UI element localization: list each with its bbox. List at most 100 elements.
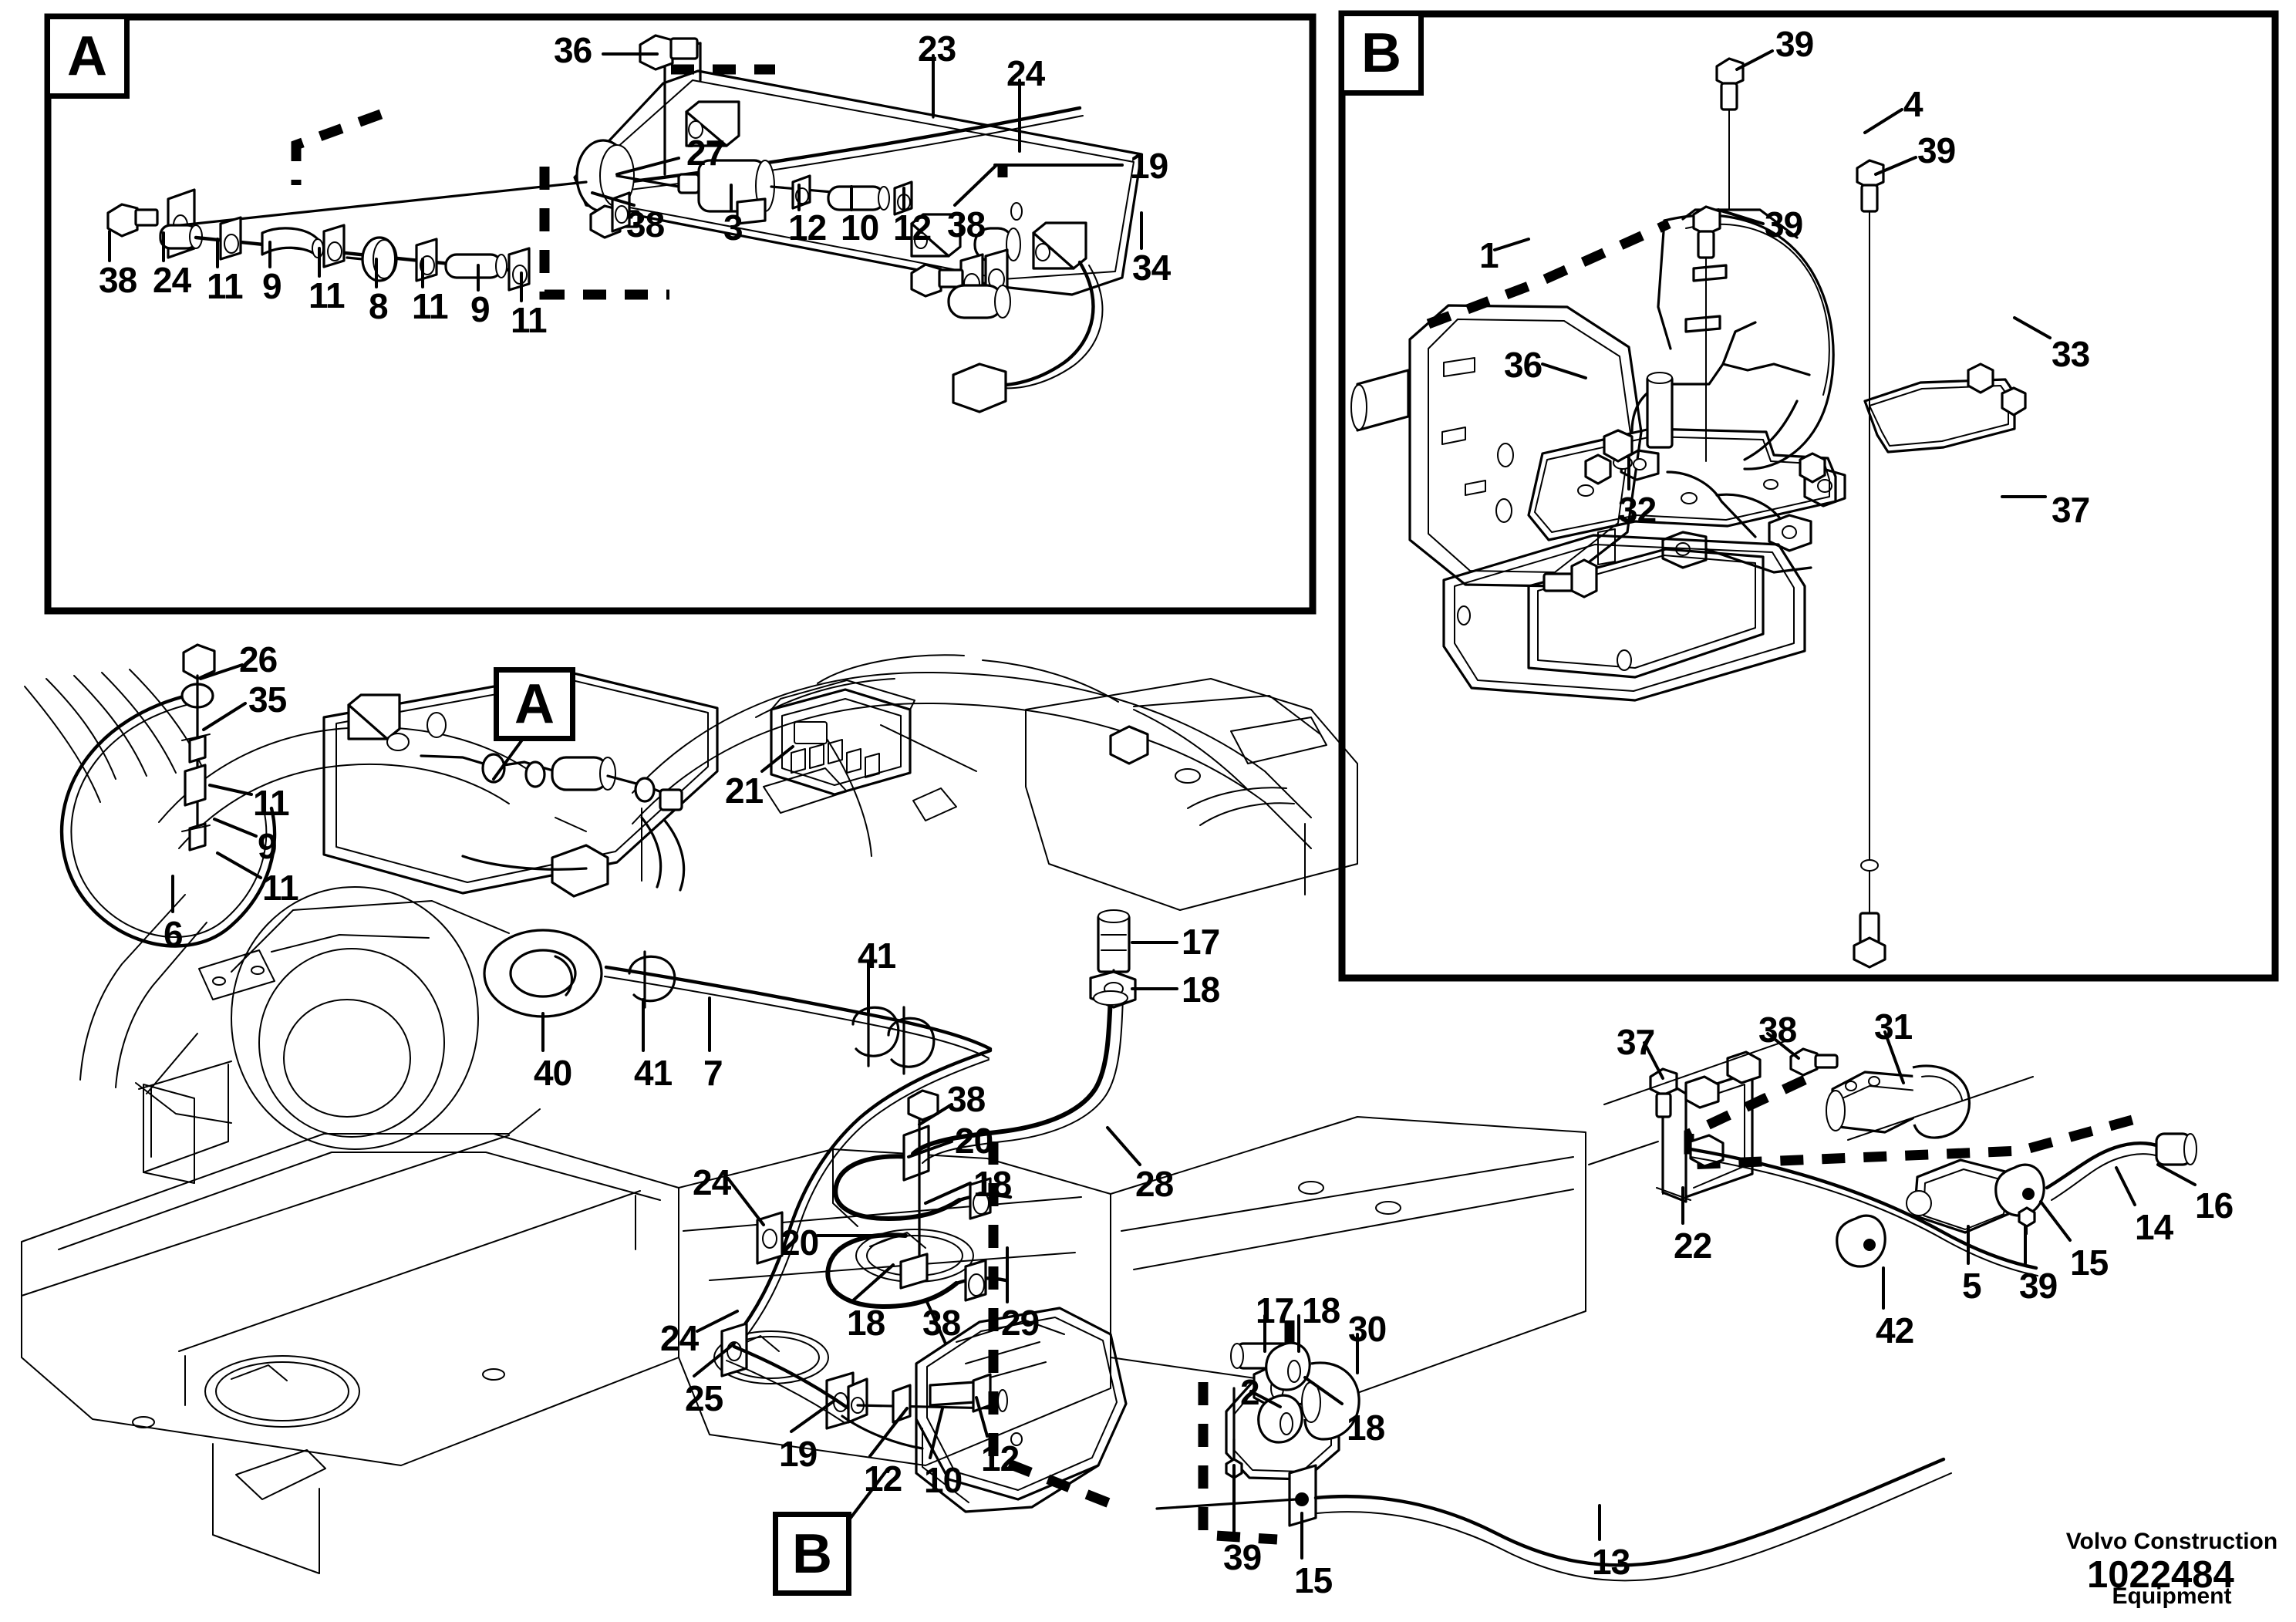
bolt-39-top <box>1715 57 1745 211</box>
machine-frame <box>21 654 1586 1574</box>
main-harness-a <box>322 671 719 898</box>
callout-23: 23 <box>918 29 956 69</box>
right-lower-assembly <box>1588 1039 2197 1276</box>
callout-35: 35 <box>248 679 287 720</box>
callout-11: 11 <box>207 266 244 306</box>
hose-25 <box>726 1344 851 1423</box>
leader-39 <box>1717 208 1765 225</box>
callout-10: 10 <box>924 1460 963 1500</box>
callout-20: 20 <box>955 1121 993 1161</box>
callout-38: 38 <box>626 204 665 244</box>
panel-reference-tag-b: B <box>773 1512 851 1596</box>
callout-18: 18 <box>1182 969 1220 1010</box>
leader-11 <box>216 851 262 879</box>
callout-20: 20 <box>781 1222 819 1263</box>
part-33-base-plate <box>1527 363 2027 541</box>
callout-17: 17 <box>1256 1290 1294 1330</box>
main-assembly-artwork <box>21 643 2197 1582</box>
leader-11 <box>208 784 253 796</box>
panel-b-artwork <box>1350 57 2027 969</box>
callout-11: 11 <box>412 286 449 326</box>
leader-18 <box>924 1182 972 1205</box>
callout-40: 40 <box>534 1053 572 1093</box>
callout-9: 9 <box>470 289 491 329</box>
leader-24 <box>727 1177 765 1226</box>
callout-38: 38 <box>922 1303 961 1343</box>
callout-leaders <box>108 49 2197 1560</box>
callout-11: 11 <box>308 275 346 315</box>
part-21-ecu <box>770 679 915 796</box>
leader-33 <box>2013 316 2052 339</box>
leader-36 <box>1541 363 1587 379</box>
leader-39 <box>1735 49 1774 71</box>
callout-11: 11 <box>511 300 548 340</box>
callout-42: 42 <box>1876 1310 1914 1351</box>
callout-32: 32 <box>1618 490 1657 530</box>
callout-38: 38 <box>947 1079 986 1119</box>
callout-9: 9 <box>262 266 282 306</box>
callout-1: 1 <box>1479 235 1499 275</box>
leader-10 <box>929 1407 944 1459</box>
leader-37 <box>1643 1041 1664 1080</box>
panel-a-artwork <box>106 34 1143 413</box>
callout-33: 33 <box>2052 334 2090 374</box>
leader-38 <box>591 191 636 207</box>
callout-11: 11 <box>253 783 290 823</box>
part-40-coil <box>483 929 603 1018</box>
part-number: 1022484 <box>2087 1554 2234 1596</box>
bolt-36-panel-b <box>1542 558 1598 599</box>
callout-27: 27 <box>686 133 725 173</box>
callout-41: 41 <box>634 1053 673 1093</box>
callout-37: 37 <box>2052 490 2090 530</box>
leader-38 <box>918 1103 953 1126</box>
panel-reference-tag-a: A <box>494 667 575 741</box>
filter-assembly <box>575 139 913 239</box>
callout-22: 22 <box>1674 1226 1712 1266</box>
leader-25 <box>693 1342 736 1378</box>
bolt-39-lower <box>1692 205 1721 462</box>
callout-25: 25 <box>685 1378 723 1418</box>
leader-38 <box>953 164 998 207</box>
leader-12 <box>868 1407 909 1458</box>
callout-15: 15 <box>2070 1243 2109 1283</box>
callout-39: 39 <box>1917 130 1956 170</box>
pipe-28 <box>911 909 1137 1164</box>
callout-18: 18 <box>1347 1408 1385 1448</box>
callout-34: 34 <box>1132 248 1171 288</box>
callout-13: 13 <box>1592 1542 1630 1582</box>
callout-39: 39 <box>1223 1537 1262 1577</box>
leader-2 <box>1249 1390 1282 1408</box>
callout-12: 12 <box>864 1458 902 1499</box>
callout-18: 18 <box>1302 1290 1340 1330</box>
callout-41: 41 <box>858 936 896 976</box>
bolt-39-right <box>1856 159 1885 490</box>
panel-frame-tag-a: A <box>45 14 130 99</box>
callout-19: 19 <box>779 1434 818 1474</box>
bolt-37-panel-b <box>1853 488 1886 969</box>
callout-38: 38 <box>947 204 986 244</box>
leader-28 <box>1106 1126 1141 1166</box>
part-32-tray <box>1442 534 1806 702</box>
callout-39: 39 <box>1775 24 1814 64</box>
leader-1 <box>1493 238 1530 251</box>
callout-12: 12 <box>893 207 932 248</box>
leader-18 <box>1303 1376 1344 1405</box>
callout-6: 6 <box>164 914 184 954</box>
callout-4: 4 <box>1903 84 1923 124</box>
callout-18: 18 <box>847 1303 885 1343</box>
callout-36: 36 <box>1504 345 1542 385</box>
leader-18 <box>850 1263 895 1303</box>
leader-9 <box>213 818 258 838</box>
pump-group-2 <box>1155 1341 1952 1582</box>
leader-39 <box>1874 156 1917 176</box>
callout-24: 24 <box>660 1318 699 1358</box>
bolt-36 <box>639 34 699 71</box>
callout-37: 37 <box>1617 1022 1655 1062</box>
leader-24 <box>696 1310 739 1333</box>
callout-30: 30 <box>1348 1309 1387 1349</box>
callout-7: 7 <box>703 1053 723 1093</box>
callout-2: 2 <box>1240 1372 1260 1412</box>
leader-27 <box>615 157 680 176</box>
actuator-assembly <box>841 1307 1128 1513</box>
leader-35 <box>202 702 247 731</box>
